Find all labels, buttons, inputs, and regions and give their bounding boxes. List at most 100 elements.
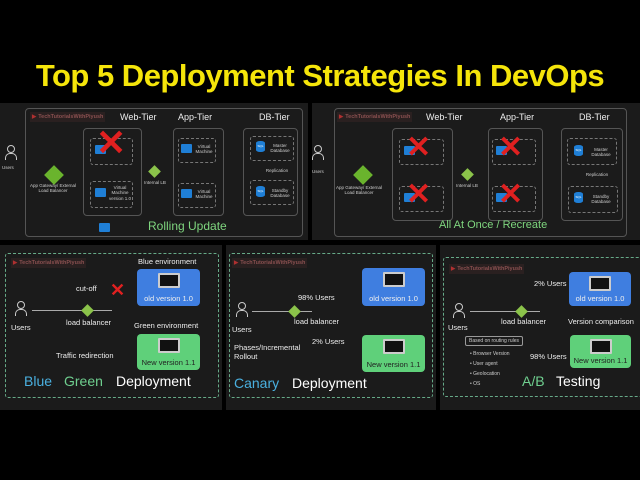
caption-canary: Canary xyxy=(234,375,280,391)
master-db-label: Master Database xyxy=(591,147,611,158)
replication-label: Replication xyxy=(585,172,609,177)
monitor-icon xyxy=(589,276,611,291)
cross-icon: ✕ xyxy=(110,280,126,300)
users-icon xyxy=(236,302,248,317)
vm-label: Virtual Machine version 1.0 xyxy=(108,185,131,201)
monitor-icon xyxy=(157,273,180,288)
monitor-icon xyxy=(157,338,180,353)
sql-database-icon: SQL xyxy=(256,186,265,197)
sql-database-icon: SQL xyxy=(574,145,583,156)
caption-deployment: Deployment xyxy=(116,373,191,389)
old-version-box: old version 1.0 xyxy=(569,272,631,306)
new-version-label: New version 1.1 xyxy=(366,360,421,369)
old-version-label: old version 1.0 xyxy=(369,294,418,303)
monitor-icon xyxy=(589,339,612,354)
vm-icon xyxy=(496,146,507,155)
new-version-label: New version 1.1 xyxy=(573,356,628,365)
vm-icon xyxy=(95,145,106,154)
users-icon xyxy=(453,303,465,318)
vm-label: Virtual Machine xyxy=(195,144,213,155)
old-version-label: old version 1.0 xyxy=(144,294,193,303)
watermark: TechTutorialsWithPiyush xyxy=(11,258,87,268)
tier-label: Web-Tier xyxy=(120,112,157,122)
routing-rule-item: • OS xyxy=(470,381,481,387)
vm-label: Virtual Machine xyxy=(195,189,213,200)
routing-rule-item: • Geolocation xyxy=(470,371,500,377)
monitor-icon xyxy=(382,272,405,287)
users-label: Users xyxy=(232,325,252,334)
green-env-label: Green environment xyxy=(134,321,199,330)
gateway-label: App Gateway/ External Load Balancer xyxy=(29,183,77,194)
blue-env-label: Blue environment xyxy=(138,257,197,266)
users-icon xyxy=(312,145,324,160)
strategy-caption: Rolling Update xyxy=(148,219,227,233)
strategy-caption: All At Once / Recreate xyxy=(439,219,548,231)
vm-icon xyxy=(181,189,192,198)
users-icon xyxy=(5,145,17,160)
new-version-box: New version 1.1 xyxy=(362,335,425,372)
vm-icon xyxy=(181,144,192,153)
thumbnail-title: Top 5 Deployment Strategies In DevOps xyxy=(35,58,605,93)
cross-icon: ✕ xyxy=(406,131,432,164)
new-version-label: New version 1.1 xyxy=(141,358,196,367)
internal-lb-label: Internal LB xyxy=(144,180,166,185)
sql-database-icon: SQL xyxy=(256,141,265,152)
recreate-panel: TechTutorialsWithPiyush Web-Tier App-Tie… xyxy=(312,103,640,240)
green-environment: New version 1.1 xyxy=(137,334,200,370)
users-label: Users xyxy=(2,165,14,170)
watermark: TechTutorialsWithPiyush xyxy=(232,258,308,268)
gateway-label: App Gateway/ External Load Balancer xyxy=(335,185,383,196)
watermark: TechTutorialsWithPiyush xyxy=(449,264,525,274)
bottom-percentage-label: 2% Users xyxy=(312,337,345,346)
rolling-update-panel: TechTutorialsWithPiyush Web-Tier App-Tie… xyxy=(0,103,308,240)
monitor-icon xyxy=(382,339,405,354)
canary-panel: TechTutorialsWithPiyush 98% Users old ve… xyxy=(226,245,436,410)
standby-db-label: Standby Database xyxy=(270,188,290,199)
caption-testing: Testing xyxy=(556,373,601,389)
routing-rule-item: • Browser Version xyxy=(470,351,510,357)
tier-label: DB-Tier xyxy=(579,112,610,122)
top-percentage-label: 98% Users xyxy=(298,293,335,302)
tier-label: App-Tier xyxy=(178,112,213,122)
sql-database-icon: SQL xyxy=(574,192,583,203)
vm-icon xyxy=(496,193,507,202)
blue-environment: old version 1.0 xyxy=(137,269,200,306)
caption-blue: Blue xyxy=(24,373,53,389)
vm-icon xyxy=(99,223,110,232)
tier-label: App-Tier xyxy=(500,112,535,122)
bottom-percentage-label: 98% Users xyxy=(530,352,567,361)
caption-green: Green xyxy=(64,373,103,389)
replication-label: Replication xyxy=(265,168,289,173)
load-balancer-label: load balancer xyxy=(66,318,112,327)
internal-lb-label: Internal LB xyxy=(456,183,478,188)
new-version-box: New version 1.1 xyxy=(570,335,631,368)
load-balancer-label: load balancer xyxy=(294,317,340,326)
version-comparison-label: Version comparison xyxy=(568,317,634,326)
caption-ab: A/B xyxy=(522,373,545,389)
users-label: Users xyxy=(448,323,468,332)
users-label: Users xyxy=(312,169,324,174)
master-db-label: Master Database xyxy=(270,143,290,154)
caption-deployment: Deployment xyxy=(292,375,367,391)
watermark: TechTutorialsWithPiyush xyxy=(30,112,106,122)
routing-rules-box: Based on routing rules xyxy=(465,336,524,346)
tier-label: DB-Tier xyxy=(259,112,290,122)
standby-db-label: Standby Database xyxy=(591,194,611,205)
vm-icon xyxy=(404,146,415,155)
users-icon xyxy=(15,301,27,316)
old-version-box: old version 1.0 xyxy=(362,268,425,306)
cutoff-label: cut-off xyxy=(76,284,97,293)
top-percentage-label: 2% Users xyxy=(534,279,567,288)
vm-icon xyxy=(95,188,106,197)
load-balancer-label: load balancer xyxy=(501,317,547,326)
users-label: Users xyxy=(11,323,31,332)
routing-rule-item: • User agent xyxy=(470,361,498,367)
tier-label: Web-Tier xyxy=(426,112,463,122)
cross-icon: ✕ xyxy=(498,178,524,211)
cross-icon: ✕ xyxy=(96,122,127,163)
cross-icon: ✕ xyxy=(498,131,524,164)
old-version-label: old version 1.0 xyxy=(575,294,625,303)
traffic-redirection-label: Traffic redirection xyxy=(56,351,114,360)
phases-label: Phases/Incremental Rollout xyxy=(234,343,301,361)
blue-green-panel: TechTutorialsWithPiyush Blue environment… xyxy=(0,245,222,410)
